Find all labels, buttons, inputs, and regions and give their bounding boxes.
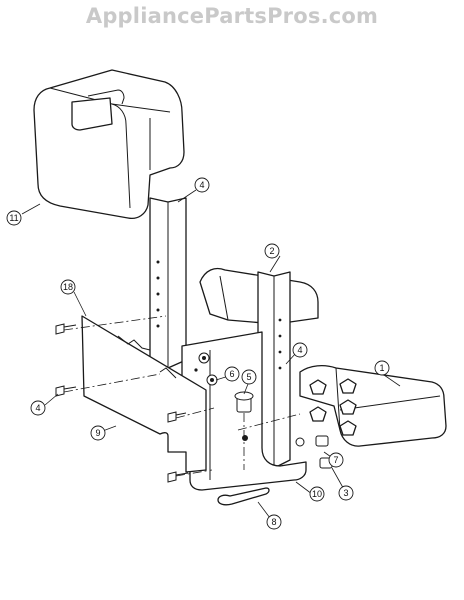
callout-6-label: 6: [229, 369, 234, 379]
part-1-mount-bar: [299, 365, 447, 447]
callout-18-label: 18: [63, 282, 73, 292]
part-4-vertical-post: [149, 197, 187, 369]
callout-5: 5: [241, 369, 257, 385]
part-8-hair-pin: [217, 487, 270, 506]
watermark: AppliancePartsPros.com: [85, 4, 379, 28]
callout-9: 11: [6, 210, 22, 226]
callout-3-label: 3: [343, 488, 348, 498]
callout-1: 1: [374, 360, 390, 376]
callout-6: 6: [224, 366, 240, 382]
callout-9-label: 11: [9, 213, 18, 223]
callout-4-bottom-label: 4: [35, 403, 40, 413]
callout-10: 9: [90, 425, 106, 441]
callout-8: 8: [266, 514, 282, 530]
part-5-pin: [234, 391, 254, 413]
callout-4-top-label: 4: [199, 180, 204, 190]
callout-2-label: 2: [269, 246, 274, 256]
callout-5-label: 5: [246, 372, 251, 382]
callout-7-label: 7: [333, 455, 338, 465]
callout-11-label: 10: [312, 489, 322, 499]
part-10-front-plate: [81, 315, 207, 473]
callout-8-label: 8: [271, 517, 276, 527]
bolts: [55, 323, 189, 483]
part-2-upright-frame: [199, 267, 319, 469]
callout-4-top: 4: [194, 177, 210, 193]
callout-4-bottom: 4: [30, 400, 46, 416]
part-9-suitcase-weight: [33, 69, 185, 220]
callout-1-label: 1: [379, 363, 384, 373]
callout-2: 2: [264, 243, 280, 259]
callout-11: 10: [309, 486, 325, 502]
callout-10-label: 9: [95, 428, 100, 438]
callout-4-mid-label: 4: [297, 345, 302, 355]
callout-7: 7: [328, 452, 344, 468]
callout-3: 3: [338, 485, 354, 501]
callout-18: 18: [60, 279, 76, 295]
callout-4-mid: 4: [292, 342, 308, 358]
